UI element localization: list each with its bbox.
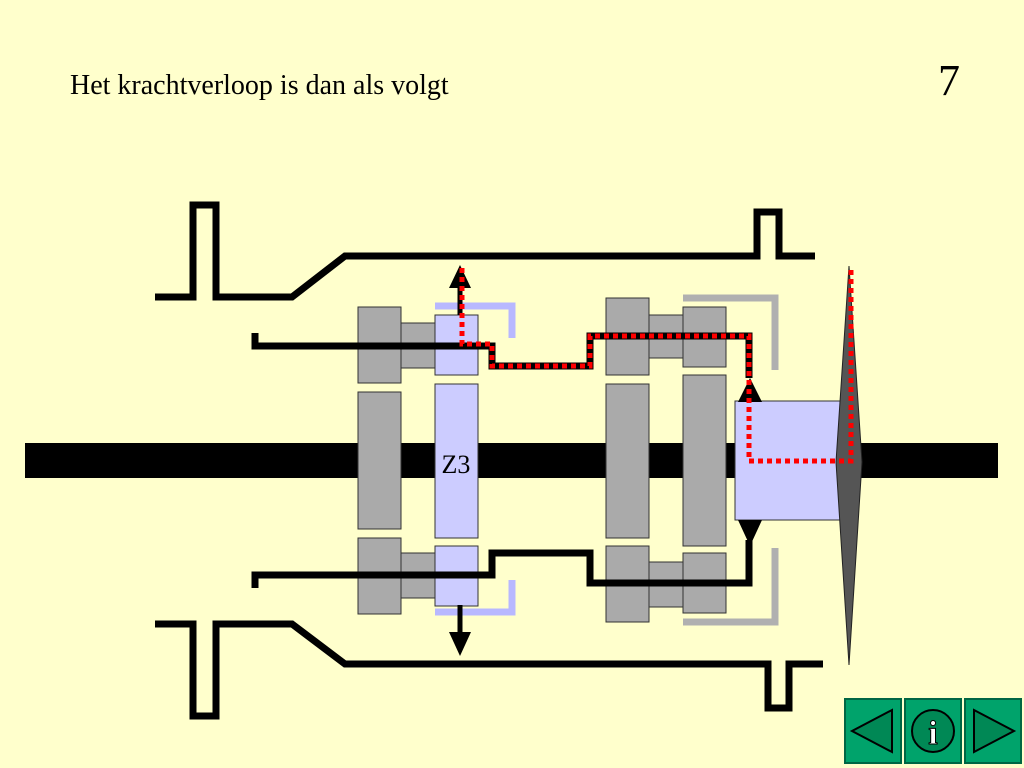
next-button[interactable]: [964, 698, 1022, 764]
slide-title: Het krachtverloop is dan als volgt: [70, 70, 449, 101]
svg-text:i: i: [928, 715, 937, 752]
arrow-down-clutch-icon: [738, 520, 762, 546]
prev-button[interactable]: [844, 698, 902, 764]
slide-number: 7: [938, 56, 960, 105]
triangle-left-icon: [849, 708, 893, 754]
countershaft-bottom: [251, 540, 753, 588]
gear-z3: [434, 383, 479, 539]
power-flow-path: [459, 266, 854, 464]
gear-left-mid: [357, 391, 402, 530]
gear-label-z3: Z3: [442, 450, 471, 479]
info-button[interactable]: i: [904, 698, 962, 764]
nav-bar: i: [844, 698, 1024, 768]
gear-right-a-mid: [605, 383, 650, 539]
bracket-bottom-right: [683, 548, 779, 626]
housing-bottom: [155, 620, 823, 720]
housing-top: [155, 201, 815, 301]
info-icon: i: [911, 709, 955, 753]
gear-right-b-mid: [682, 374, 727, 547]
output-cone: [835, 265, 863, 666]
arrow-down-z3-icon: [449, 632, 471, 656]
bracket-top-right: [683, 294, 779, 370]
triangle-right-icon: [973, 708, 1017, 754]
arrow-up-z3-icon: [449, 265, 471, 288]
